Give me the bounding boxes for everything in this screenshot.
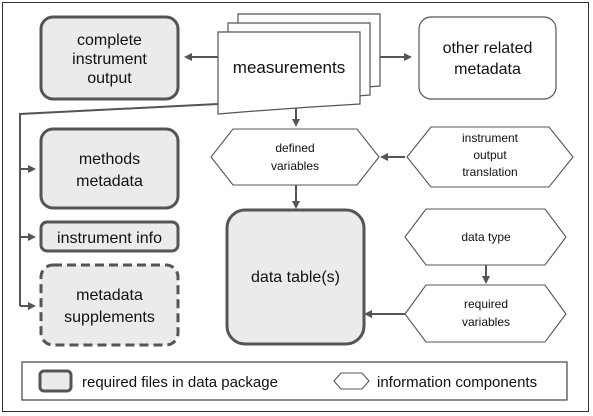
measurements-document-stack: measurements	[217, 13, 381, 115]
svg-text:translation: translation	[462, 165, 517, 179]
legend-information-label: information components	[377, 374, 537, 391]
svg-text:data type: data type	[461, 230, 511, 244]
svg-text:output: output	[87, 70, 132, 87]
svg-text:other related: other related	[443, 40, 533, 57]
svg-text:measurements: measurements	[233, 58, 345, 77]
svg-text:supplements: supplements	[64, 309, 155, 326]
svg-text:methods: methods	[79, 151, 140, 168]
methods-metadata-box: methods metadata	[39, 127, 180, 210]
metadata-supplements-box: metadata supplements	[39, 263, 180, 347]
svg-text:instrument: instrument	[72, 51, 147, 68]
legend-required-swatch	[38, 369, 73, 393]
svg-text:complete: complete	[77, 32, 142, 49]
svg-text:instrument: instrument	[462, 131, 519, 145]
svg-text:variables: variables	[271, 159, 319, 173]
svg-text:required: required	[464, 297, 508, 311]
svg-text:metadata: metadata	[454, 61, 521, 78]
svg-text:metadata: metadata	[76, 287, 143, 304]
defined-variables-hexagon: defined variables	[210, 128, 380, 186]
left-spine-line	[19, 103, 219, 306]
svg-text:metadata: metadata	[76, 173, 143, 190]
instrument-info-box: instrument info	[39, 220, 180, 253]
complete-instrument-output-box: complete instrument output	[39, 15, 180, 101]
legend-required-label: required files in data package	[82, 374, 278, 391]
other-related-metadata-box: other related metadata	[418, 16, 557, 100]
data-tables-box: data table(s)	[225, 208, 366, 346]
svg-text:data table(s): data table(s)	[251, 269, 340, 286]
svg-text:variables: variables	[462, 315, 510, 329]
connectors	[19, 53, 490, 318]
required-variables-hexagon: required variables	[404, 284, 567, 343]
instrument-output-translation-hexagon: instrument output translation	[406, 126, 574, 188]
svg-text:defined: defined	[275, 141, 314, 155]
data-type-hexagon: data type	[404, 208, 567, 266]
svg-text:output: output	[473, 148, 507, 162]
svg-text:instrument info: instrument info	[57, 230, 162, 247]
legend-hexagon-swatch	[333, 372, 370, 390]
legend: required files in data package informati…	[21, 361, 568, 401]
